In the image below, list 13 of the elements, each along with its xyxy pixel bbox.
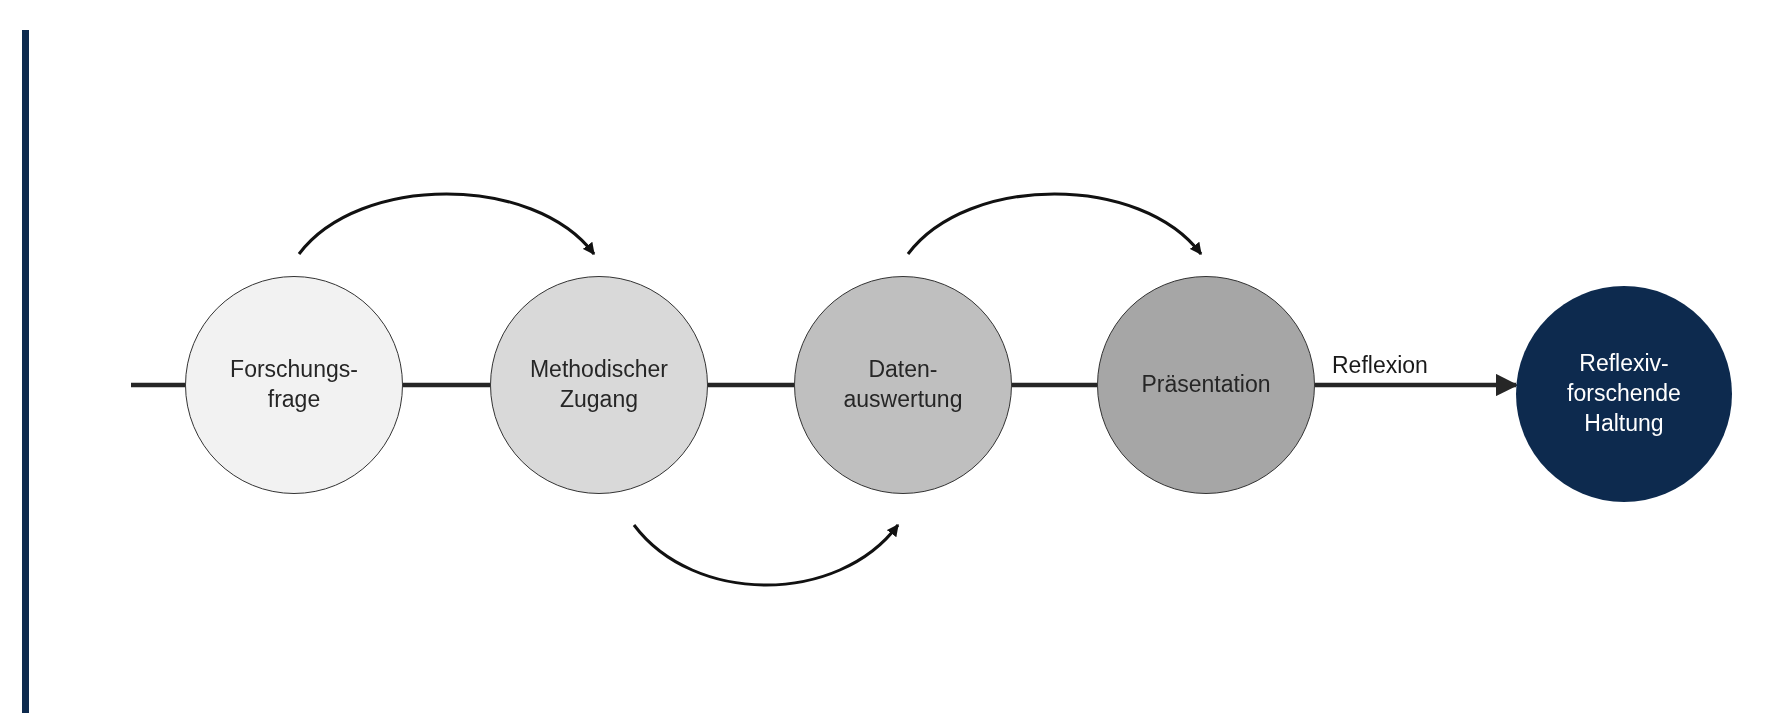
step-label: Daten- auswertung (842, 355, 964, 414)
connector-line (403, 382, 490, 388)
connector-line (131, 382, 185, 388)
curved-arrow (906, 192, 1203, 256)
step-label: Forschungs- frage (229, 355, 359, 414)
arrow (1315, 373, 1519, 397)
curved-arrow (632, 524, 900, 587)
step-label: Reflexiv- forschende Haltung (1566, 349, 1682, 438)
step-label: Methodischer Zugang (528, 355, 670, 414)
step-label: Präsentation (1141, 370, 1271, 400)
curved-arrow (297, 192, 596, 256)
connector-line (708, 382, 794, 388)
connector-line (1012, 382, 1097, 388)
